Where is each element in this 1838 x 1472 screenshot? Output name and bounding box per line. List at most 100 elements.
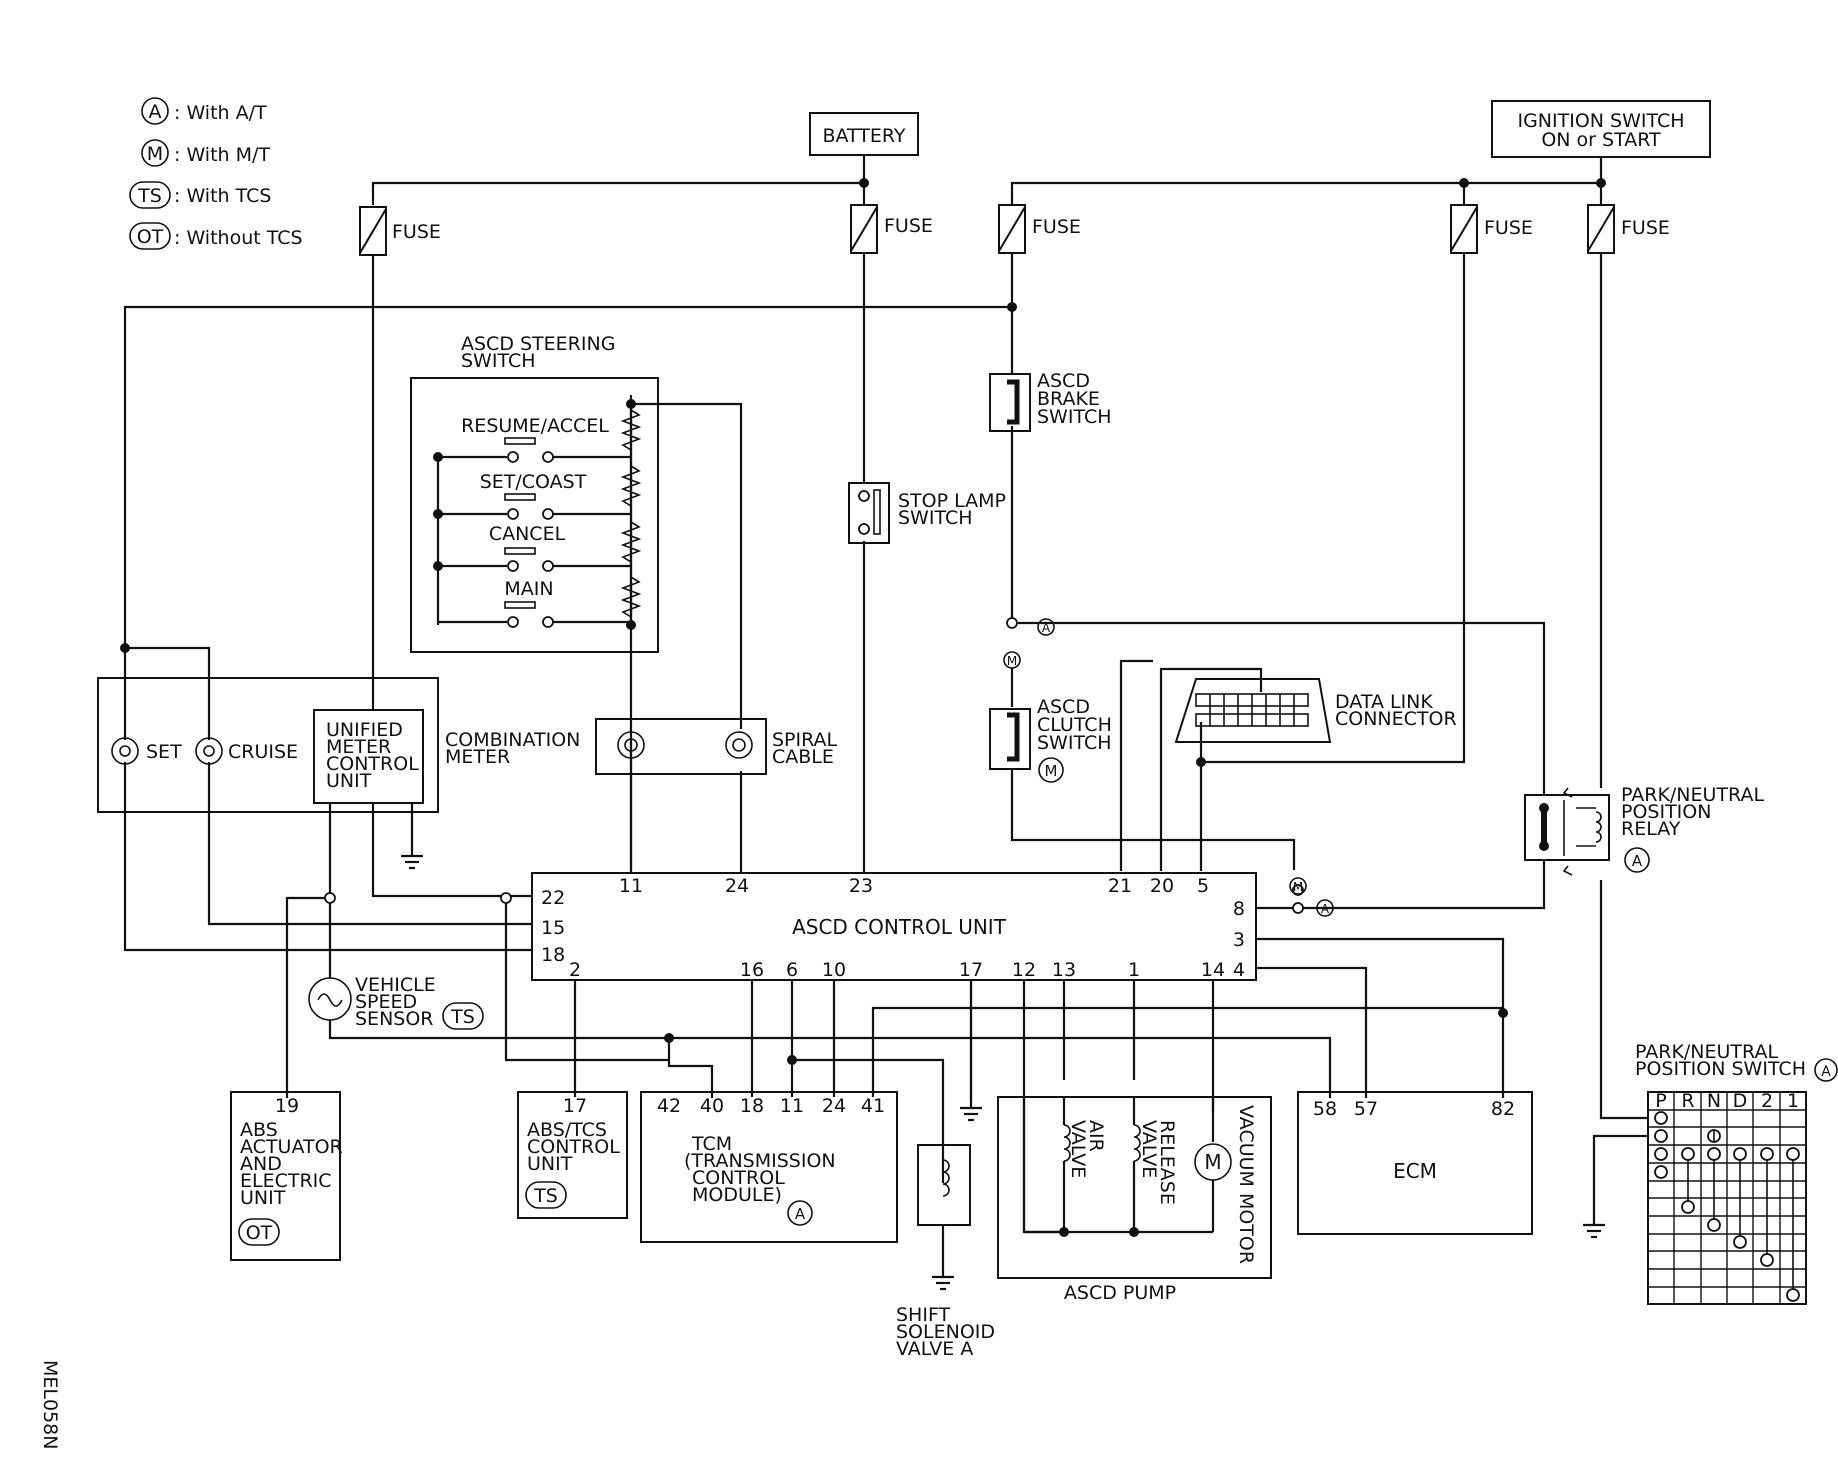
ecm-pin-57: 57 [1354, 1098, 1378, 1120]
legend-ot-text: : Without TCS [174, 227, 303, 249]
tcm-pin-41: 41 [861, 1095, 885, 1117]
cruise-label: CRUISE [228, 741, 298, 763]
ascd-pump-label: ASCD PUMP [1064, 1282, 1176, 1304]
shift-solenoid-label-3: VALVE A [896, 1338, 973, 1360]
pin-right-3: 3 [1233, 929, 1245, 951]
brake-switch-label-2: BRAKE [1037, 388, 1100, 410]
vacuum-motor-m: M [1204, 1150, 1221, 1174]
tcm-unit: 42 40 18 11 24 41 TCM (TRANSMISSION CONT… [640, 1091, 898, 1243]
abs-tcs-control-unit: 17 ABS/TCS CONTROL UNIT TS [517, 1091, 628, 1219]
ecm-unit: 58 57 82 ECM [1297, 1091, 1533, 1235]
ecm-pin-82: 82 [1491, 1098, 1515, 1120]
shift-solenoid-valve: SHIFT SOLENOID VALVE A [896, 1144, 995, 1360]
tcm-label-3: CONTROL [692, 1167, 785, 1189]
ascd-control-unit: ASCD CONTROL UNIT 11 24 23 21 20 5 22 15… [531, 872, 1257, 981]
vacuum-motor-label: VACUUM MOTOR [1235, 1105, 1257, 1264]
vss-ts-text: TS [450, 1006, 475, 1028]
data-link-pins [1195, 693, 1309, 727]
air-valve-coil-icon [1063, 1124, 1071, 1162]
solenoid-coil-icon [942, 1159, 950, 1197]
legend-m-text: : With M/T [174, 144, 270, 166]
park-neutral-position-switch: PARK/NEUTRAL POSITION SWITCH A P R N D 2 [1583, 1041, 1838, 1305]
vss-ts-symbol [442, 1002, 484, 1030]
data-link-label-2: CONNECTOR [1335, 708, 1457, 730]
button-set-coast: SET/COAST [480, 471, 587, 493]
abs-tcs-ts-text: TS [533, 1185, 558, 1207]
legend-ts-symbol-text: TS [137, 185, 162, 207]
pin-right-4: 4 [1233, 959, 1245, 981]
ignition-label-2: ON or START [1541, 129, 1661, 151]
diagram-code: MEL058N [39, 1360, 61, 1449]
pin-bottom-13: 13 [1052, 959, 1076, 981]
tcm-a-symbol [787, 1200, 813, 1226]
pin-bottom-14: 14 [1201, 959, 1225, 981]
release-valve-label-2: VALVE [1138, 1120, 1160, 1178]
shift-solenoid-label-2: SOLENOID [896, 1321, 995, 1343]
pn-relay-a-text: A [1632, 852, 1643, 870]
brake-switch-label-3: SWITCH [1037, 406, 1112, 428]
pn-switch-grid [1648, 1092, 1806, 1304]
vss-label-3: SENSOR [355, 1008, 434, 1030]
pn-switch-a-text: A [1821, 1064, 1831, 1080]
brake-switch-label-1: ASCD [1037, 370, 1090, 392]
vehicle-speed-sensor-icon [308, 977, 352, 1021]
legend-m-symbol-text: M [147, 143, 163, 165]
steering-switch-title-1: ASCD STEERING [461, 333, 615, 355]
tcm-pin-24: 24 [822, 1095, 846, 1117]
pin-bottom-2: 2 [569, 959, 581, 981]
legend-ot-symbol [129, 222, 171, 250]
tcm-pin-11: 11 [780, 1095, 804, 1117]
abs-tcs-ts-symbol [525, 1181, 567, 1209]
spiral-cable-label-1: SPIRAL [772, 729, 838, 751]
pn-col-d: D [1733, 1090, 1748, 1112]
legend-a-symbol-text: A [149, 101, 162, 123]
pn-switch-a-symbol [1814, 1058, 1838, 1082]
abs-tcs-pin-17: 17 [563, 1095, 587, 1117]
marker-m-pin8-text: M [1293, 880, 1303, 894]
legend-ts-symbol [129, 181, 171, 209]
abs-tcs-label-3: UNIT [527, 1153, 573, 1175]
clutch-switch-m-symbol [1038, 757, 1064, 783]
data-link-connector: DATA LINK CONNECTOR [1174, 678, 1457, 743]
tcm-pin-18: 18 [740, 1095, 764, 1117]
button-cancel: CANCEL [489, 523, 566, 545]
tcm-label-2: (TRANSMISSION [684, 1150, 836, 1172]
fuse-1: FUSE [359, 206, 441, 256]
fuse-3: FUSE [998, 204, 1081, 254]
pin-top-24: 24 [725, 875, 749, 897]
pn-col-2: 2 [1761, 1090, 1773, 1112]
marker-m-top-text: M [1007, 654, 1017, 668]
pin-left-15: 15 [541, 917, 565, 939]
ascd-steering-switch: ASCD STEERING SWITCH RESUME/ACCEL SET/CO… [410, 333, 659, 653]
steering-switch-title-2: SWITCH [461, 350, 536, 372]
data-link-label-1: DATA LINK [1335, 691, 1433, 713]
abs-actuator-label-1: ABS [240, 1119, 278, 1141]
ignition-switch: IGNITION SWITCH ON or START [1491, 100, 1711, 158]
tcm-pin-40: 40 [700, 1095, 724, 1117]
abs-actuator-label-5: UNIT [240, 1187, 286, 1209]
pin-left-22: 22 [541, 887, 565, 909]
battery: BATTERY [809, 112, 919, 156]
pin-top-23: 23 [849, 875, 873, 897]
vss-label-2: SPEED [355, 991, 417, 1013]
power-wiring [371, 155, 1606, 205]
marker-m-top [1003, 651, 1021, 669]
release-valve-coil-icon [1133, 1124, 1141, 1162]
abs-actuator-ot-symbol [238, 1218, 280, 1246]
fuse-4: FUSE [1450, 204, 1533, 254]
pin-top-11: 11 [619, 875, 643, 897]
marker-a-pin8-text: A [1321, 902, 1330, 916]
release-valve-label-1: RELEASE [1156, 1120, 1178, 1205]
cruise-indicator-icon [195, 737, 223, 765]
air-valve-label-1: AIR [1085, 1120, 1107, 1152]
pn-col-n: N [1707, 1090, 1721, 1112]
stop-lamp-switch-label-2: SWITCH [898, 507, 973, 529]
pn-col-p: P [1655, 1090, 1666, 1112]
marker-a-top [1037, 618, 1055, 636]
legend-m-symbol [141, 139, 169, 167]
ascd-clutch-switch: ASCD CLUTCH SWITCH M [989, 696, 1112, 783]
fuses: FUSE FUSE FUSE FUSE FUSE [359, 204, 1670, 256]
pin-left-18: 18 [541, 944, 565, 966]
pn-relay-a-symbol [1624, 847, 1650, 873]
